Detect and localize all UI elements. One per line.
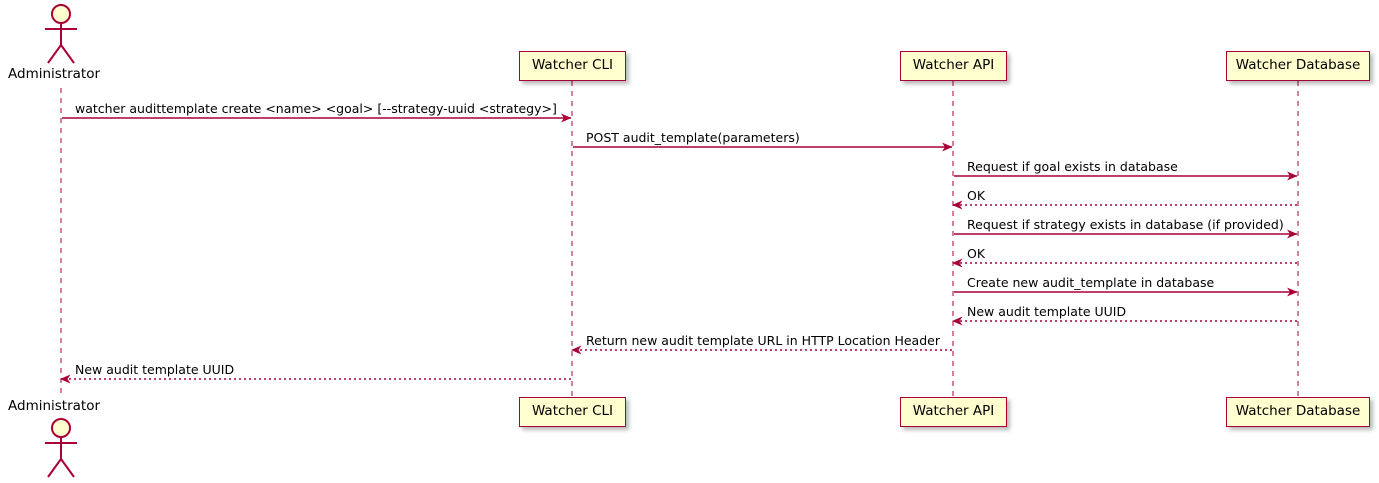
message-label-7: Create new audit_template in database [967, 275, 1215, 290]
message-label-9: Return new audit template URL in HTTP Lo… [586, 333, 940, 348]
actor-label-administrator-bottom: Administrator [8, 398, 101, 414]
message-label-10: New audit template UUID [75, 362, 235, 377]
participant-watcher-cli-bottom[interactable]: Watcher CLI [519, 397, 626, 427]
participant-watcher-api-top[interactable]: Watcher API [900, 51, 1007, 81]
actor-label-administrator-top: Administrator [8, 66, 101, 82]
message-label-1: watcher audittemplate create <name> <goa… [75, 101, 557, 116]
message-label-6: OK [967, 246, 986, 261]
message-label-5: Request if strategy exists in database (… [967, 217, 1284, 232]
message-label-3: Request if goal exists in database [967, 159, 1178, 174]
actor-figure-top-administrator [45, 4, 77, 64]
participant-label: Watcher CLI [531, 57, 614, 74]
participant-watcher-db-bottom[interactable]: Watcher Database [1226, 397, 1370, 427]
participant-watcher-cli-top[interactable]: Watcher CLI [519, 51, 626, 81]
message-label-8: New audit template UUID [967, 304, 1127, 319]
participant-label: Watcher Database [1235, 403, 1361, 420]
message-label-2: POST audit_template(parameters) [586, 130, 800, 145]
message-label-4: OK [967, 188, 986, 203]
participant-label: Watcher API [912, 57, 995, 74]
participant-label: Watcher API [912, 403, 995, 420]
participant-label: Watcher CLI [531, 403, 614, 420]
participant-watcher-api-bottom[interactable]: Watcher API [900, 397, 1007, 427]
participant-watcher-db-top[interactable]: Watcher Database [1226, 51, 1370, 81]
actor-figure-bottom-administrator [45, 418, 77, 478]
participant-label: Watcher Database [1235, 57, 1361, 74]
